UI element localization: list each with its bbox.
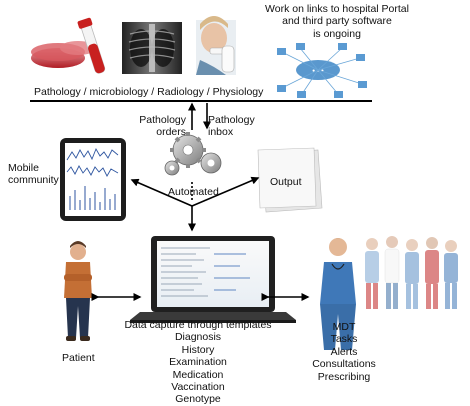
data-capture-item: Medication: [172, 368, 224, 381]
laptop-screen-form: [161, 247, 210, 297]
top-note-line-3: is ongoing: [313, 27, 361, 40]
patient-figure: [64, 241, 92, 341]
lab-tubes-image: [31, 17, 106, 74]
patient-right-shoe: [80, 336, 90, 341]
tablet-chart-bars: [69, 186, 116, 210]
background-staff: [365, 236, 458, 309]
mobile-community-label: Mobile community: [8, 162, 59, 187]
care-team-item: MDT: [332, 321, 356, 333]
test-tube-cap: [77, 17, 93, 29]
svg-text:● ● ●: ● ● ●: [312, 68, 324, 74]
network-diagram-image: ● ● ●: [277, 43, 367, 98]
data-capture-item: Vaccination: [171, 381, 225, 394]
care-team-item: Prescribing: [317, 370, 371, 383]
nurse-head: [329, 238, 347, 256]
patient-hair: [70, 241, 86, 248]
sources-label: Pathology / microbiology / Radiology / P…: [34, 86, 264, 98]
top-note: Work on links to hospital Portal and thi…: [262, 3, 412, 40]
care-team-group: [320, 236, 458, 350]
nurse-scrubs-pants: [320, 304, 356, 350]
tablet-chart-line-2: [66, 165, 119, 177]
laptop-screen: [157, 241, 269, 307]
spine: [149, 24, 155, 72]
nurse-scrubs-top: [320, 262, 356, 304]
output-document-icon: [257, 147, 323, 213]
arrow-to-output: [191, 176, 260, 207]
top-note-line-1: Work on links to hospital Portal: [265, 3, 409, 15]
spirometry-image: [196, 16, 236, 75]
data-capture-item: Diagnosis: [174, 331, 222, 344]
laptop-base: [130, 312, 296, 320]
pathology-orders-label: Pathology orders: [139, 114, 186, 139]
network-nodes: [277, 43, 367, 98]
ribs: [128, 30, 176, 59]
lead-nurse-figure: [320, 238, 356, 350]
patient-folded-arms: [64, 274, 92, 281]
data-capture-item: Examination: [169, 356, 227, 369]
data-capture-item: Genotype: [175, 393, 221, 406]
patient-head: [70, 244, 86, 260]
data-capture-item: History: [181, 343, 215, 356]
data-capture-title: Data capture through templates: [124, 319, 272, 331]
laptop-device: [130, 236, 296, 323]
patient-face: [201, 23, 227, 53]
chest-xray-image: [122, 22, 182, 74]
patient-label: Patient: [62, 352, 95, 364]
patient-shoulder: [196, 60, 226, 75]
patient-jeans: [66, 298, 90, 338]
care-team-item: Alerts: [330, 345, 358, 358]
patient-hair: [200, 16, 228, 30]
test-tube-liquid: [88, 43, 105, 74]
gears-icon: [164, 132, 222, 176]
pathology-inbox-label: Pathology inbox: [208, 114, 255, 139]
laptop-base-edge: [130, 320, 296, 323]
tablet-device: [60, 138, 126, 221]
patient-left-shoe: [66, 336, 76, 341]
care-team-item: Consultations: [312, 358, 376, 371]
spirometer: [221, 45, 235, 73]
top-note-line-2: and third party software: [282, 15, 392, 28]
output-label: Output: [270, 176, 302, 188]
care-team-item: Tasks: [330, 333, 358, 346]
network-links: [281, 47, 363, 95]
tablet-chart-line-1: [66, 147, 119, 161]
arrow-to-mobile: [130, 178, 193, 207]
care-team-list: MDT Tasks Alerts Consultations Prescribi…: [306, 321, 382, 383]
laptop-screen-values: [214, 253, 250, 291]
automated-label: Automated: [168, 186, 219, 198]
stethoscope-icon: [331, 263, 345, 270]
data-capture-list: Data capture through templates Diagnosis…: [113, 319, 283, 406]
